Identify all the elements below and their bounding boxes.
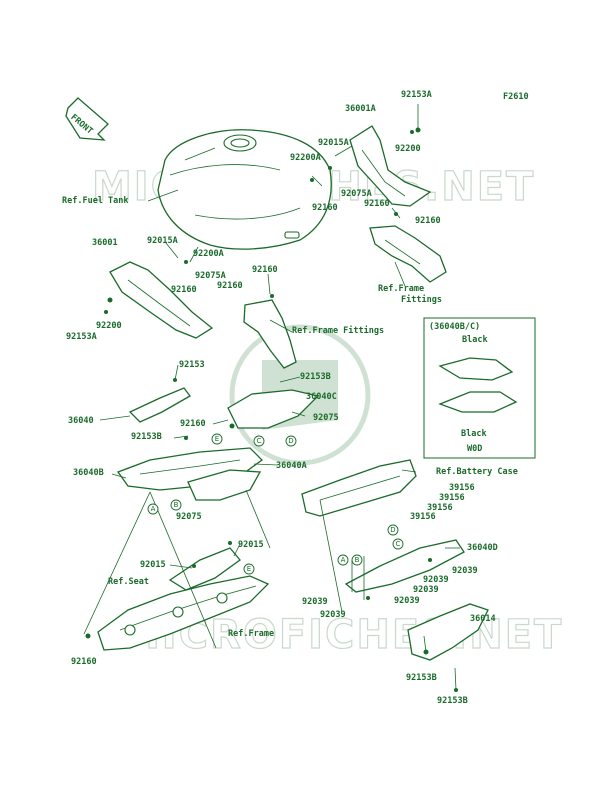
svg-text:B: B [355,556,360,564]
inset-top-label: Black [462,335,488,345]
callout-letter-c-2: C [392,538,404,550]
part-92015A-left: 92015A [147,236,178,246]
part-92039-1: 92039 [452,566,478,576]
part-92075A-left: 92075A [195,271,226,281]
part-36040: 36040 [68,416,94,426]
part-36001A: 36001A [345,104,376,114]
fastener-dots [85,127,458,692]
svg-text:C: C [257,437,262,445]
callout-letter-b-2: B [351,554,363,566]
part-36040C-shape [227,389,320,429]
inset-model-label: W0D [467,444,482,454]
inset-title: (36040B/C) [429,322,480,332]
callout-letter-e: E [211,433,223,445]
part-36040D: 36040D [467,543,498,553]
part-92153B-center: 92153B [300,372,331,382]
ref-seat: Ref.Seat [108,577,149,587]
part-92039-5: 92039 [394,596,420,606]
ref-frame: Ref.Frame [228,629,274,639]
fuel-tank-outline [157,129,332,250]
part-92075-c: 92075 [313,413,339,423]
battery-case-shape [301,459,417,517]
inset-box [423,317,536,459]
part-92200-left: 92200 [96,321,122,331]
part-36001: 36001 [92,238,118,248]
part-92075-lower: 92075 [176,512,202,522]
part-36040C: 36040C [306,392,337,402]
part-92039-2: 92039 [423,575,449,585]
callout-letter-b: B [170,499,182,511]
callout-letter-e-2: E [243,563,255,575]
part-36040A-shape [187,469,262,501]
part-92200A-left: 92200A [193,249,224,259]
part-92160-l2: 92160 [171,285,197,295]
frame-fitting-center-shape [243,299,297,369]
svg-text:D: D [288,437,293,445]
callout-letter-d-2: D [387,524,399,536]
part-92015A-right: 92015A [318,138,349,148]
part-92153A-top: 92153A [401,90,432,100]
frame-fitting-right-shape [369,225,447,283]
part-92160-l1: 92160 [252,265,278,275]
part-92015-right: 92015 [238,540,264,550]
part-36040A: 36040A [276,461,307,471]
part-92160-r2: 92160 [364,199,390,209]
callout-letter-a-2: A [337,554,349,566]
part-92153B-br1: 92153B [406,673,437,683]
svg-text:D: D [390,526,395,534]
ref-frame-fittings-right-line1: Ref.Frame [378,284,424,294]
part-92039-6: 92039 [320,610,346,620]
inset-bottom-label: Black [461,429,487,439]
part-92160-r3: 92160 [415,216,441,226]
part-92039-3: 92039 [413,585,439,595]
part-92200-right: 92200 [395,144,421,154]
ref-battery-case: Ref.Battery Case [436,467,518,477]
part-36001A-shape [349,125,432,207]
part-92153: 92153 [179,360,205,370]
svg-text:A: A [341,556,346,564]
part-39156-1: 39156 [449,483,475,493]
svg-text:A: A [151,505,156,513]
part-92153A-left: 92153A [66,332,97,342]
part-92039-4: 92039 [302,597,328,607]
front-arrow-icon: FRONT [65,97,109,141]
part-39156-2: 39156 [439,493,465,503]
svg-text:C: C [396,540,401,548]
part-36014-shape [407,603,489,661]
part-36040-shape [128,387,191,423]
part-36001-shape [109,261,214,339]
part-92015-left: 92015 [140,560,166,570]
part-39156-4: 39156 [410,512,436,522]
part-92075A-right: 92075A [341,189,372,199]
ref-fuel-tank: Ref.Fuel Tank [62,196,129,206]
ref-frame-fittings-center: Ref.Frame Fittings [292,325,384,336]
callout-letter-d: D [285,435,297,447]
part-36040D-shape [344,539,465,593]
part-92160-r1: 92160 [312,203,338,213]
part-92160-bottom: 92160 [71,657,97,667]
part-92160-l3: 92160 [217,281,243,291]
ref-frame-fittings-right-line2: Fittings [401,294,442,305]
leader-lines [83,104,460,691]
svg-text:B: B [174,501,179,509]
callout-letter-a: A [147,503,159,515]
callout-letter-c: C [253,435,265,447]
part-39156-3: 39156 [427,503,453,513]
part-36014: 36014 [470,614,496,624]
frame-shape [97,575,270,651]
part-92200A-right: 92200A [290,153,321,163]
svg-text:E: E [215,435,219,443]
part-92153B-left: 92153B [131,432,162,442]
figure-code: F2610 [503,92,529,102]
part-36040B: 36040B [73,468,104,478]
part-92160-c: 92160 [180,419,206,429]
svg-text:E: E [247,565,251,573]
part-92153B-br2: 92153B [437,696,468,706]
